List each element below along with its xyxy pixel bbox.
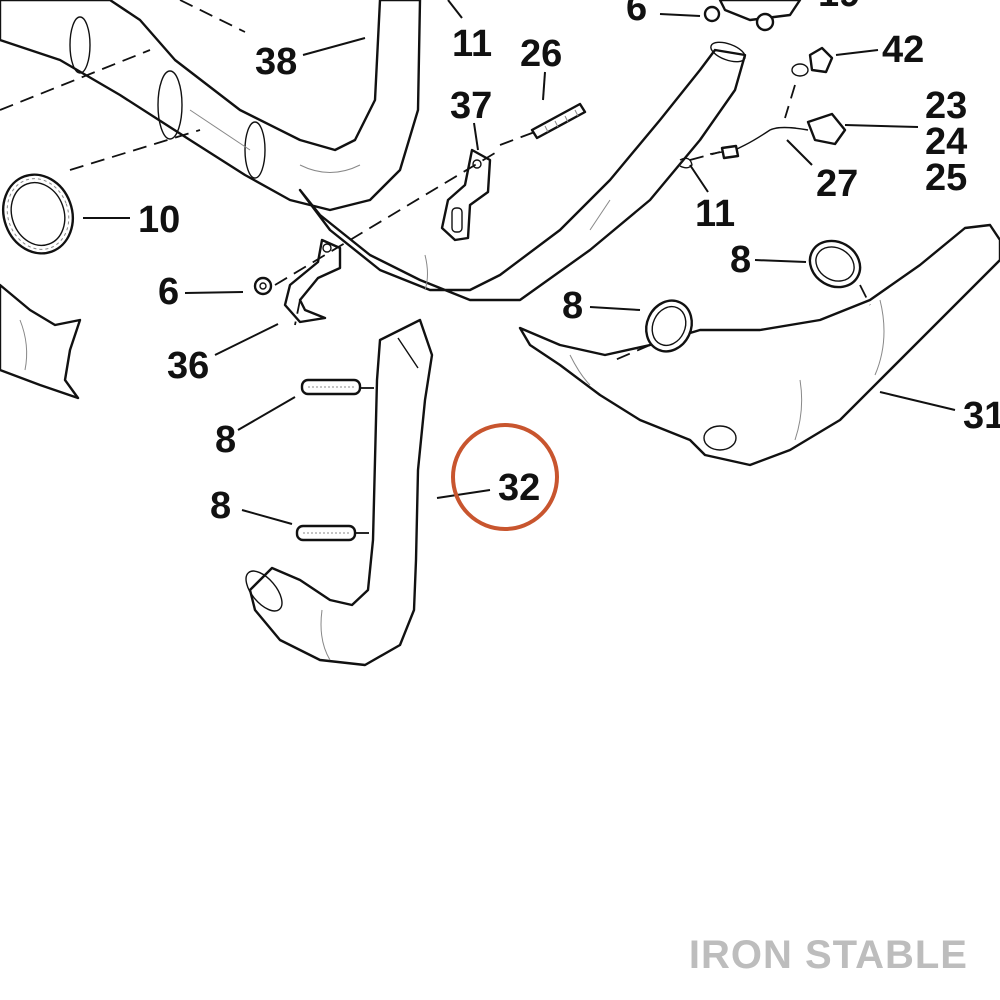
callout-23: 23 <box>925 85 967 127</box>
callout-11-top: 11 <box>452 23 492 65</box>
callout-8-right: 8 <box>730 239 751 281</box>
watermark: IRON STABLE <box>689 933 968 977</box>
callout-8-mid: 8 <box>562 285 583 327</box>
callout-8-left-lower: 8 <box>210 485 231 527</box>
callout-11-mid: 11 <box>695 193 735 235</box>
callout-27: 27 <box>816 163 858 205</box>
nut-6 <box>253 276 273 296</box>
callout-labels: 6 19 11 38 26 42 37 23 24 25 27 11 10 8 … <box>138 0 1000 527</box>
bracket-36 <box>283 238 342 324</box>
gasket-11 <box>679 157 693 169</box>
clamp-8-left-upper <box>300 378 362 396</box>
clamp-8-right <box>808 239 862 289</box>
highlight-circle <box>451 423 559 531</box>
front-exhaust-pipe-32 <box>245 318 434 667</box>
callout-26: 26 <box>520 33 562 75</box>
front-header-pipe-38 <box>0 0 422 212</box>
callout-19: 19 <box>818 0 860 15</box>
lower-left-heat-shield <box>0 283 82 400</box>
rear-header-pipe <box>298 41 747 302</box>
callout-37: 37 <box>450 85 492 127</box>
callout-38: 38 <box>255 41 297 83</box>
rear-exhaust-pipe-31 <box>518 223 1000 467</box>
top-flange-19 <box>703 0 802 32</box>
callout-6-mid: 6 <box>158 271 179 313</box>
assembly-center-lines <box>0 0 871 534</box>
callout-10: 10 <box>138 199 180 241</box>
callout-8-left-upper: 8 <box>215 419 236 461</box>
clamp-8-left-lower <box>295 524 357 542</box>
oxygen-sensor-assembly <box>709 46 847 160</box>
stud-26 <box>530 102 587 140</box>
callout-24: 24 <box>925 121 967 163</box>
callout-36: 36 <box>167 345 209 387</box>
callout-31: 31 <box>963 395 1000 437</box>
bracket-37 <box>440 148 492 242</box>
callout-6-top: 6 <box>626 0 647 29</box>
callout-25: 25 <box>925 157 967 199</box>
leader-lines <box>83 0 956 525</box>
clamp-ring-10 <box>2 173 74 255</box>
clamp-8-mid <box>645 299 693 353</box>
callout-32: 32 <box>498 467 540 509</box>
callout-42: 42 <box>882 29 924 71</box>
